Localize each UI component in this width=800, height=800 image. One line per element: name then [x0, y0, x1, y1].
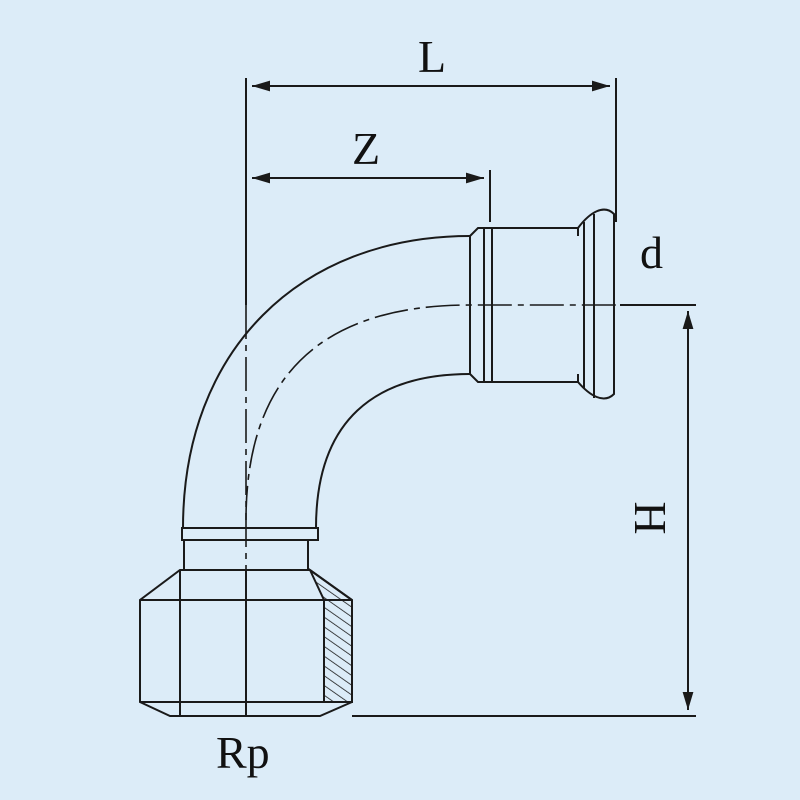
thread-label-rp: Rp	[216, 727, 270, 778]
thread-section	[307, 566, 353, 703]
dimension-l	[245, 78, 617, 305]
collar-rings	[181, 527, 319, 571]
dimension-label-l: L	[418, 31, 447, 82]
center-lines	[245, 304, 690, 716]
press-socket	[469, 208, 615, 400]
elbow-bend	[182, 235, 471, 529]
dimension-z	[252, 170, 491, 222]
dimension-label-h: H	[625, 501, 676, 535]
dimension-label-z: Z	[352, 123, 381, 174]
dimension-label-d: d	[640, 227, 663, 278]
